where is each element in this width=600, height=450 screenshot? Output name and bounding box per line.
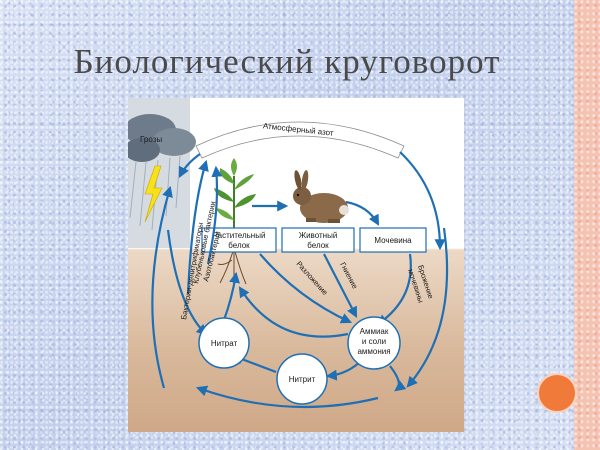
arrow-ammonia-to-outer — [389, 365, 407, 392]
arrow-ammonia-to-plant — [238, 286, 349, 338]
arrow-outer-left-up — [151, 185, 173, 389]
nitrite-node: Нитрит — [276, 353, 328, 405]
nitrate-node: Нитрат — [198, 317, 250, 369]
arrow-atmosphere-down-right — [399, 151, 446, 251]
arrow-rabbit-to-urea — [345, 200, 380, 226]
arrow-denitrify-to-atmosphere — [186, 159, 209, 295]
animal-protein-label-line2: белок — [307, 241, 329, 250]
storm-label: Грозы — [140, 135, 162, 144]
right-border-strip — [574, 0, 600, 450]
arrow-urea-to-ammonia — [376, 253, 412, 326]
arrow-storm-to-nitrate — [166, 229, 208, 336]
plant-protein-label-line2: белок — [228, 241, 250, 250]
lightning-bolt-icon — [144, 165, 163, 223]
arrow-outer-right — [406, 227, 449, 388]
ammonia-node: Аммиак и соли аммония — [347, 316, 401, 370]
arrow-bottom-left — [195, 385, 379, 409]
arrow-animal-to-ammonia — [323, 253, 358, 318]
nitrite-label: Нитрит — [289, 375, 316, 384]
plant-protein-label-line1: Растительный — [213, 231, 266, 240]
rabbit-icon — [293, 170, 349, 223]
plant-icon — [214, 158, 256, 288]
storm-cloud-icon — [128, 98, 196, 248]
atmospheric-nitrogen-band — [195, 121, 405, 159]
animal-protein-label-line1: Животный — [299, 231, 338, 240]
urea-label: Мочевина — [374, 236, 412, 245]
animal-protein-box: Животный белок — [281, 227, 355, 253]
slide-title: Биологический круговорот — [73, 42, 501, 81]
arrow-atmosphere-to-cloud — [179, 153, 201, 178]
cycle-arrows — [151, 151, 449, 409]
arrow-nitrate-to-plant — [222, 271, 240, 321]
arrow-nodule-to-plant — [206, 165, 223, 265]
nitrate-label: Нитрат — [211, 339, 238, 348]
ammonia-label-line3: аммония — [357, 347, 390, 356]
ammonia-label-line2: и соли — [362, 337, 386, 346]
orange-circle-decoration — [537, 373, 577, 413]
ammonia-label-line1: Аммиак — [360, 327, 389, 336]
arrow-plant-to-ammonia — [259, 253, 352, 324]
nitrogen-cycle-figure: Грозы Атмосферный азот — [128, 98, 464, 432]
nitrogen-cycle-diagram: Грозы Атмосферный азот — [128, 98, 449, 409]
urea-box: Мочевина — [359, 227, 427, 253]
